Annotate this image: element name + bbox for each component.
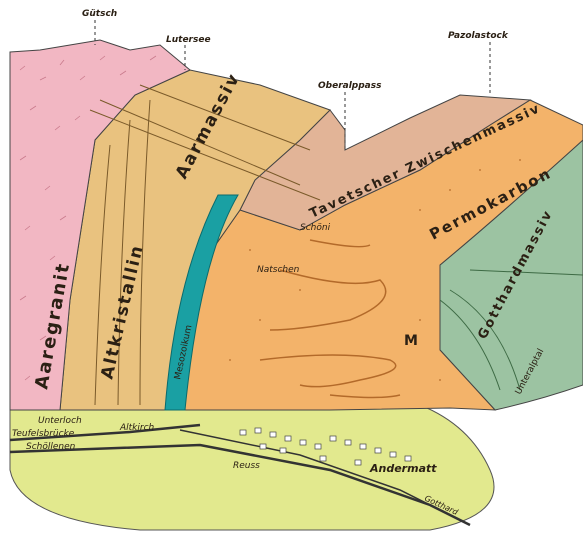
label-andermatt: Andermatt (369, 462, 437, 475)
label-reuss: Reuss (233, 461, 260, 471)
peak-label-gutsch: Gütsch (82, 9, 117, 19)
peak-label-oberalppass: Oberalppass (318, 81, 382, 91)
label-schoeni: Schöni (300, 223, 331, 233)
label-m: M (404, 333, 418, 349)
label-schoellenen: Schöllenen (26, 442, 76, 452)
peak-label-pazolastock: Pazolastock (448, 31, 509, 41)
label-unterloch: Unterloch (38, 416, 82, 426)
label-altkirch: Altkirch (119, 423, 155, 433)
label-natschen: Natschen (257, 265, 300, 275)
label-teufelsbruecke: Teufelsbrücke (12, 429, 75, 439)
peak-label-lutersee: Lutersee (166, 35, 211, 45)
